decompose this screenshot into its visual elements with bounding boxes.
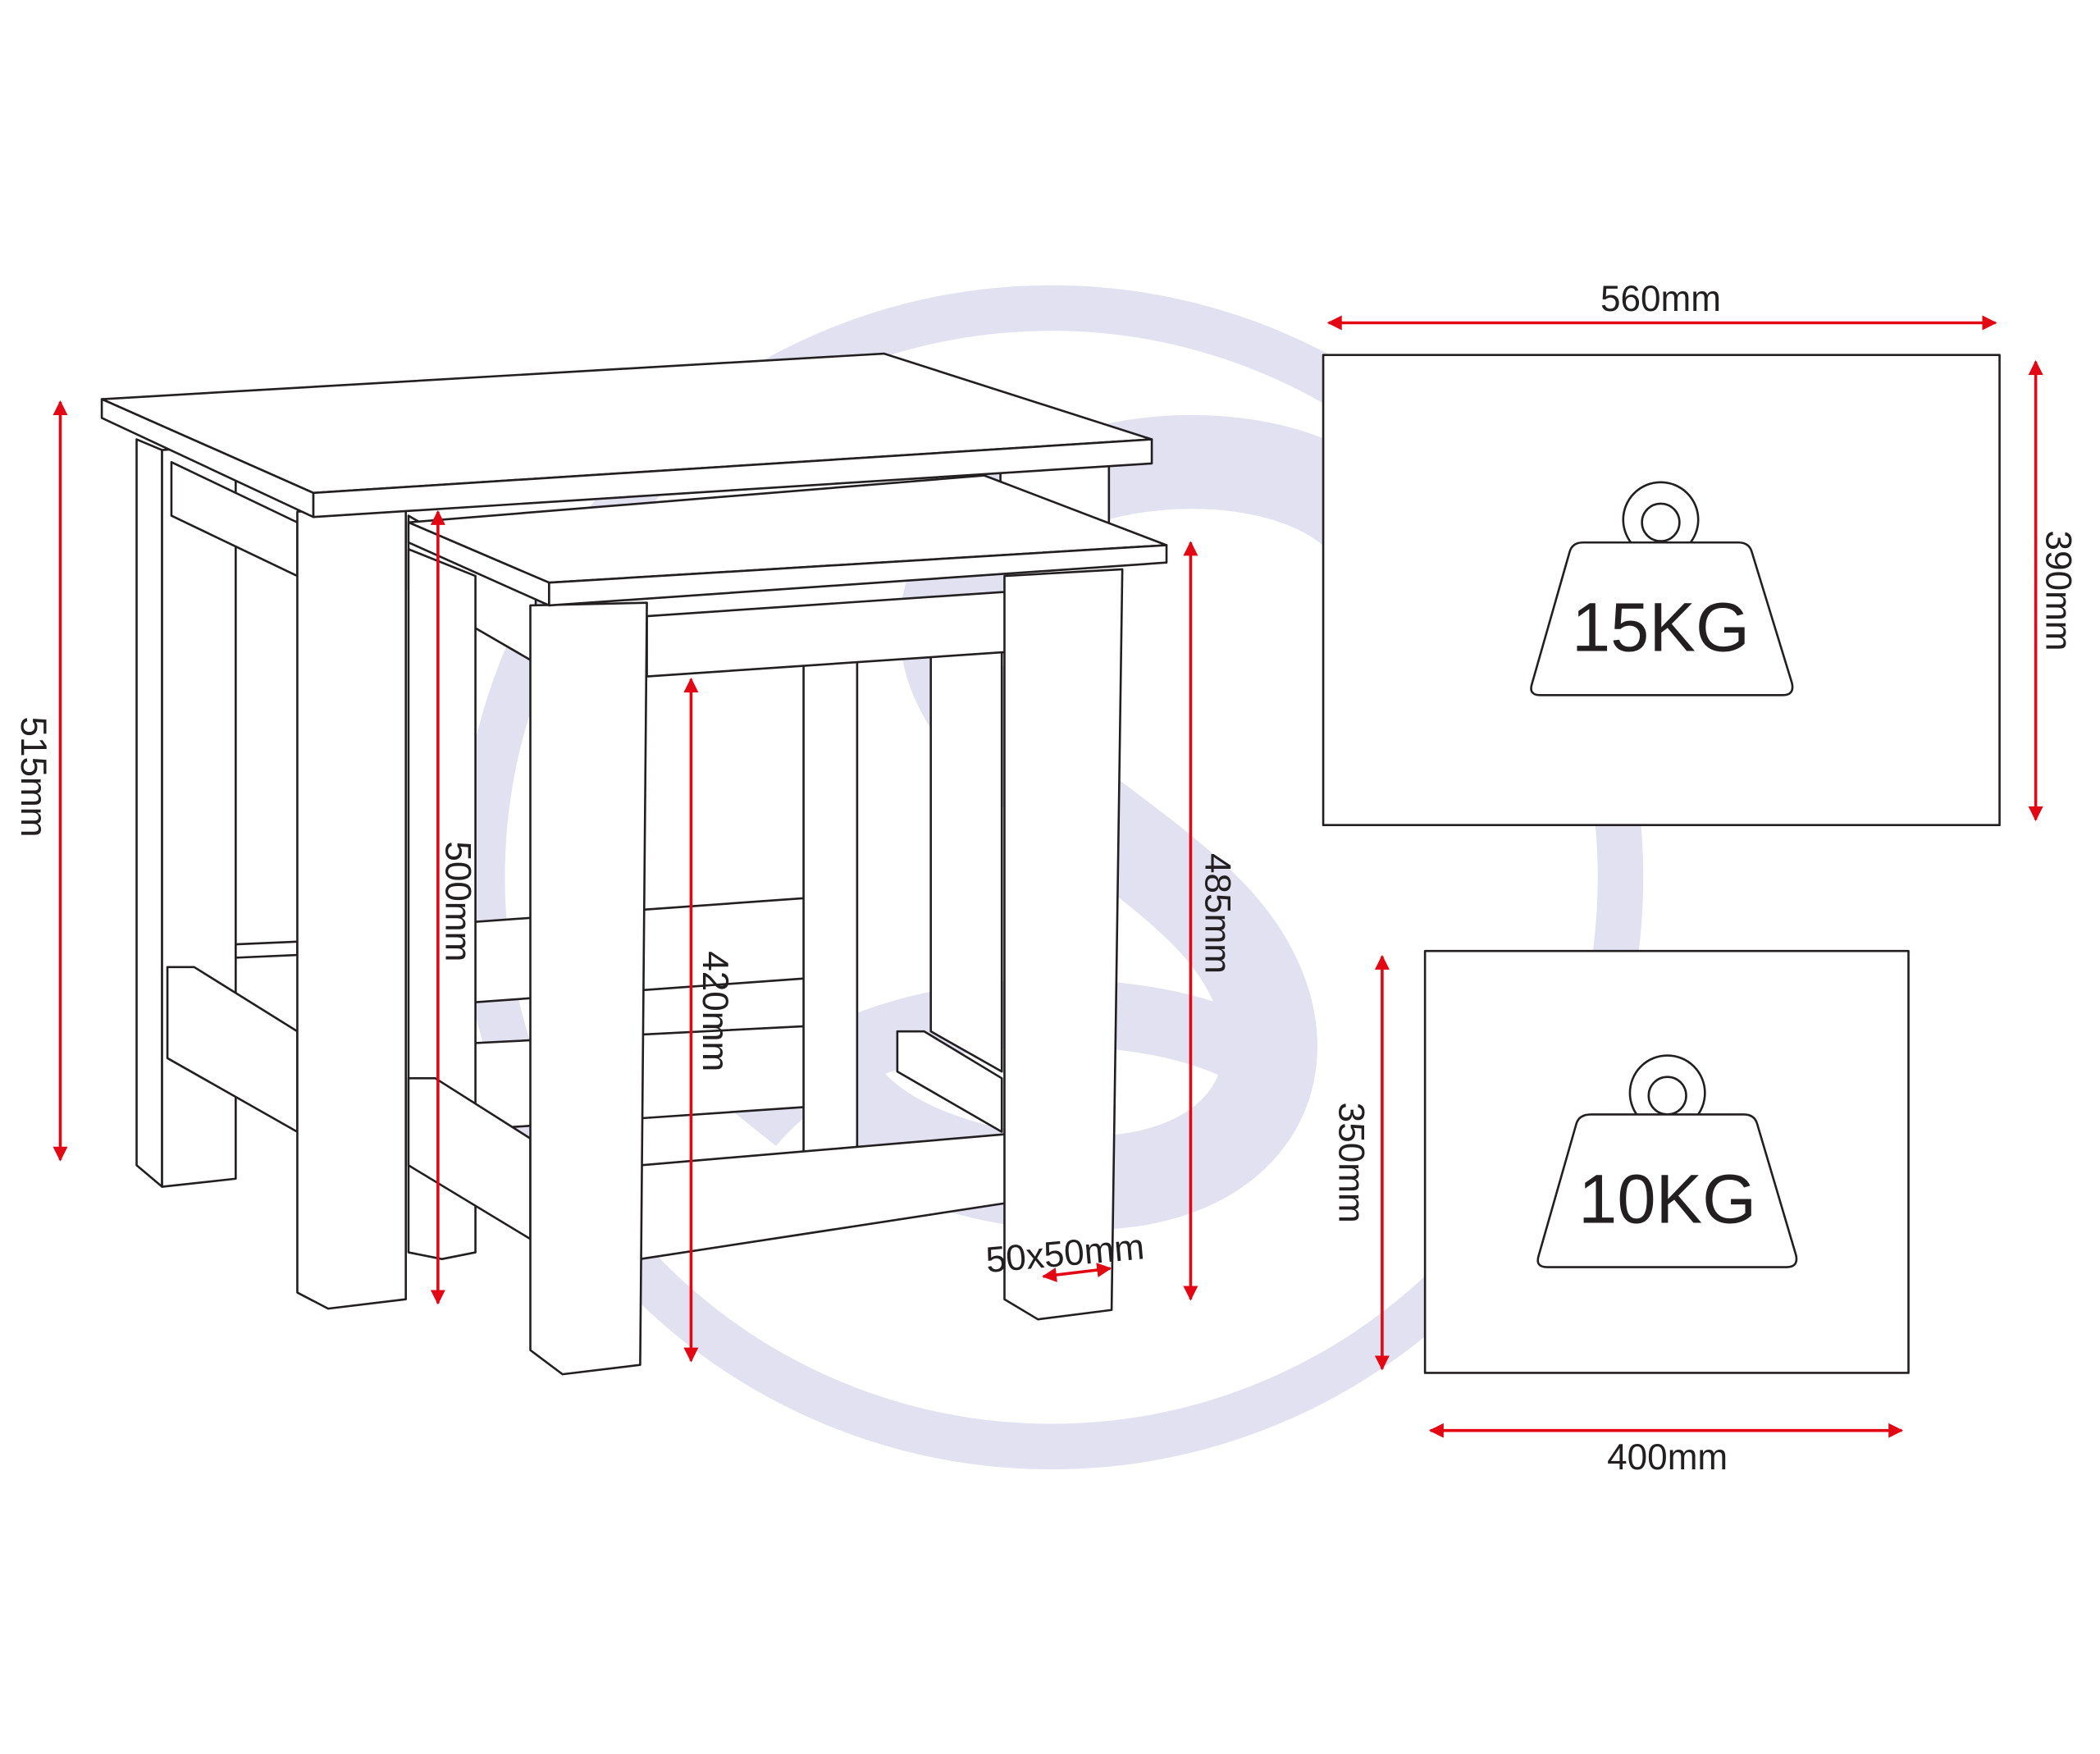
load-rating-small: 10KG: [1578, 1160, 1756, 1238]
dimension-label-560: 560mm: [1600, 279, 1721, 319]
dimension-label-500: 500mm: [438, 841, 478, 962]
weight-icon-15kg: 15KG: [1530, 481, 1794, 697]
dimension-label-350: 350mm: [1331, 1103, 1372, 1223]
load-rating-large: 15KG: [1572, 587, 1750, 665]
dimension-label-390: 390mm: [2038, 531, 2079, 651]
weight-icon-10kg: 10KG: [1536, 1054, 1798, 1268]
dimension-label-515: 515mm: [13, 716, 53, 837]
dimension-label-420: 420mm: [695, 951, 735, 1071]
dimension-label-400: 400mm: [1607, 1437, 1728, 1478]
dimension-arrow-leg: [1042, 1263, 1112, 1282]
small-top-plan: [1423, 949, 1910, 1374]
dimension-label-485: 485mm: [1197, 853, 1237, 974]
